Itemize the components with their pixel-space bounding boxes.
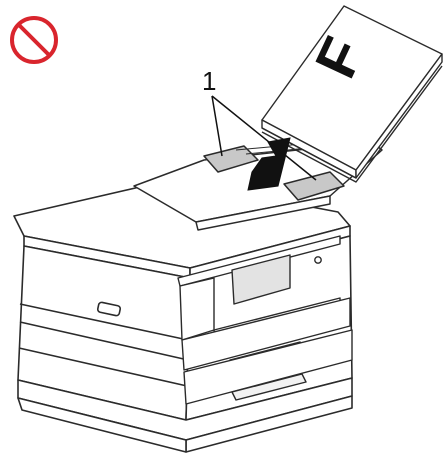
no-sign-icon <box>12 18 56 62</box>
callout-label: 1 <box>202 66 216 96</box>
power-button <box>315 257 321 263</box>
